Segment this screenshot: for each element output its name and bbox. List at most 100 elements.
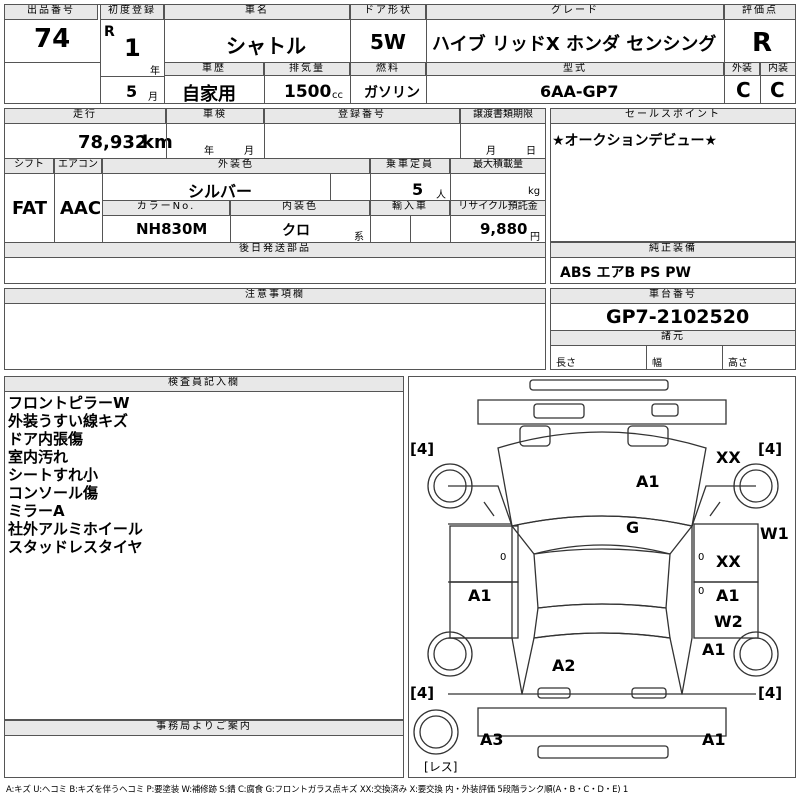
lot-number-header: 出品番号 — [4, 4, 98, 20]
inspector-line: コンソール傷 — [8, 484, 99, 502]
later-parts-header: 後日発送部品 — [4, 242, 546, 258]
sales-point: ★オークションデビュー★ — [552, 133, 718, 149]
inspector-line: ドア内張傷 — [8, 430, 84, 448]
mileage-header: 走行 — [4, 108, 166, 124]
damage-mark: A2 — [552, 656, 576, 675]
exterior-grade-header: 外装 — [724, 62, 760, 76]
panel-zero: 0 — [698, 552, 705, 563]
damage-mark: XX — [716, 552, 741, 571]
spec-length: 長さ — [556, 358, 576, 369]
mileage-unit: km — [142, 132, 173, 153]
sales-point-block — [550, 108, 796, 242]
year-unit: 年 — [150, 66, 160, 77]
damage-mark: A3 — [480, 730, 504, 749]
displacement-header: 排気量 — [264, 62, 350, 76]
equipment-header: 純正装備 — [550, 242, 796, 258]
registration-number-header: 登録番号 — [264, 108, 460, 124]
top-block — [4, 4, 796, 104]
load-header: 最大積載量 — [450, 158, 546, 174]
damage-mark: A1 — [468, 586, 492, 605]
fuel-header: 燃料 — [350, 62, 426, 76]
exterior-color-header: 外装色 — [102, 158, 370, 174]
displacement-unit: cc — [332, 90, 343, 101]
sales-point-header: セールスポイント — [550, 108, 796, 124]
shift-header: シフト — [4, 158, 54, 174]
score: R — [752, 28, 773, 58]
inspection-month-unit: 月 — [244, 146, 254, 157]
recycle-header: リサイクル預託金 — [450, 200, 546, 216]
aircon-header: エアコン — [54, 158, 102, 174]
color-no-header: カラーNo. — [102, 200, 230, 216]
displacement: 1500 — [284, 82, 332, 102]
door-header: ドア形状 — [350, 4, 426, 20]
month-unit: 月 — [148, 92, 158, 103]
tire-tread-rl: [4] — [410, 684, 435, 702]
recycle-unit: 円 — [530, 232, 540, 243]
mileage: 78,932 — [78, 132, 148, 153]
inspector-line: スタッドレスタイヤ — [8, 538, 143, 556]
transfer-deadline-header: 譲渡書類期限 — [460, 108, 546, 124]
damage-mark: A1 — [636, 472, 660, 491]
load-unit: kg — [528, 186, 541, 197]
car-diagram — [408, 376, 796, 778]
inspection-header: 車検 — [166, 108, 264, 124]
capacity: 5 — [412, 180, 424, 199]
equipment: ABS エアB PS PW — [560, 265, 691, 281]
panel-zero: 0 — [500, 552, 507, 563]
chassis-number: GP7-2102520 — [606, 306, 750, 328]
model: 6AA-GP7 — [540, 82, 619, 101]
transfer-day-unit: 日 — [526, 146, 536, 157]
spare-tire-label: [レス] — [424, 760, 458, 774]
inspector-line: シートすれ小 — [8, 466, 99, 484]
interior-color-header: 内装色 — [230, 200, 370, 216]
inspector-line: フロントピラーW — [8, 394, 130, 412]
inspector-line: 室内汚れ — [8, 448, 69, 466]
spec-height: 高さ — [728, 358, 748, 369]
damage-mark: W1 — [760, 524, 789, 543]
lot-number: 74 — [34, 24, 71, 54]
exterior-grade: C — [736, 78, 751, 102]
inspector-header: 検査員記入欄 — [4, 376, 404, 392]
damage-mark: A1 — [702, 640, 726, 659]
damage-mark: XX — [716, 448, 741, 467]
interior-grade-header: 内装 — [760, 62, 796, 76]
fuel: ガソリン — [364, 85, 420, 101]
panel-zero: 0 — [698, 586, 705, 597]
inspector-block — [4, 376, 404, 720]
car-outline — [413, 379, 779, 759]
spec-width: 幅 — [652, 358, 662, 369]
damage-mark: W2 — [714, 612, 743, 631]
grade: ハイブ リッドX ホンダ センシング — [432, 34, 717, 55]
inspection-year-unit: 年 — [204, 146, 214, 157]
damage-mark: A1 — [716, 586, 740, 605]
capacity-unit: 人 — [436, 190, 446, 201]
inspector-line: ミラーA — [8, 502, 65, 520]
history-header: 車歴 — [164, 62, 264, 76]
chassis-header: 車台番号 — [550, 288, 796, 304]
notes-header: 注意事項欄 — [4, 288, 546, 304]
history: 自家用 — [182, 84, 236, 105]
first-registration-header: 初度登録 — [100, 4, 164, 20]
interior-color: クロ — [282, 223, 310, 239]
grade-header: グレード — [426, 4, 724, 20]
recycle-fee: 9,880 — [480, 220, 528, 238]
office-header: 事務局よりご案内 — [4, 720, 404, 736]
tire-tread-fl: [4] — [410, 440, 435, 458]
door-type: 5W — [370, 30, 406, 54]
exterior-color: シルバー — [188, 182, 253, 201]
legend: A:キズ U:ヘコミ B:キズを伴うヘコミ P:要塗装 W:補修跡 S:錆 C:… — [6, 785, 629, 795]
shift: FAT — [12, 198, 48, 219]
import-header: 輸入車 — [370, 200, 450, 216]
interior-grade: C — [770, 78, 785, 102]
tire-tread-rr: [4] — [758, 684, 783, 702]
registration-year: 1 — [124, 34, 141, 62]
damage-mark: G — [626, 518, 640, 537]
inspector-line: 外装うすい線キズ — [8, 412, 129, 430]
capacity-header: 乗車定員 — [370, 158, 450, 174]
transfer-month-unit: 月 — [486, 146, 496, 157]
interior-color-unit: 系 — [354, 232, 364, 243]
car-name-header: 車名 — [164, 4, 350, 20]
damage-mark: A1 — [702, 730, 726, 749]
color-no: NH830M — [136, 220, 208, 238]
specs-header: 諸元 — [550, 330, 796, 346]
